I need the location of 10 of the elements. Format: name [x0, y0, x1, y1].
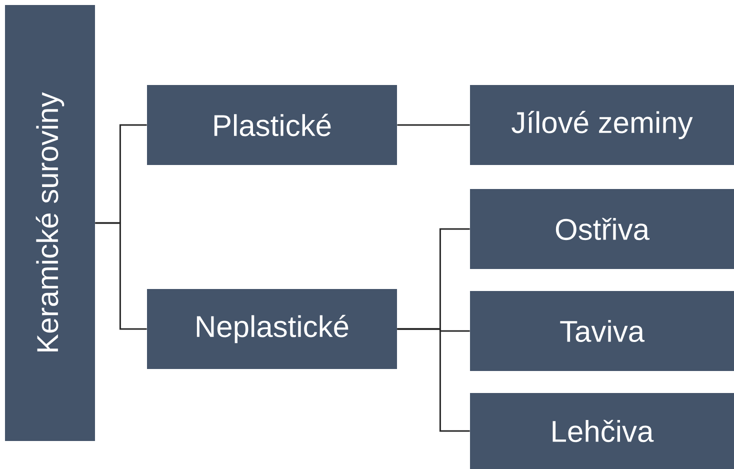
category-box: Jílové zeminy: [470, 85, 734, 165]
category-box: Keramické suroviny: [5, 5, 95, 441]
category-box: Neplastické: [147, 289, 397, 369]
category-box: Taviva: [470, 291, 734, 371]
connector-line: [95, 222, 147, 330]
category-box: Ostřiva: [470, 189, 734, 269]
category-box: Plastické: [147, 85, 397, 165]
category-box: Lehčiva: [470, 393, 734, 469]
connector-line: [397, 124, 470, 126]
connector-line: [397, 328, 470, 432]
